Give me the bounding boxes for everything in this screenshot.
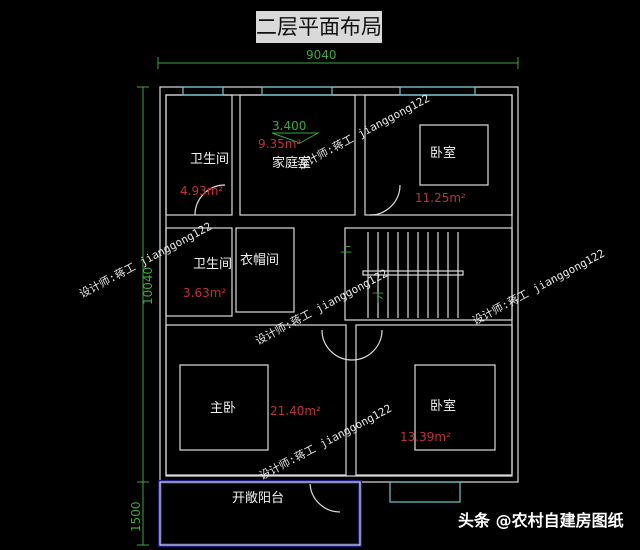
dimension-lines xyxy=(137,57,519,546)
windows xyxy=(182,86,476,503)
width-dimension: 9040 xyxy=(306,48,337,62)
elevation-label: 3.400 xyxy=(272,119,306,133)
page-title: 二层平面布局 xyxy=(256,11,382,43)
balcony-dimension: 1500 xyxy=(129,501,143,532)
room-area: 11.25m² xyxy=(415,191,466,205)
room-label: 主卧 xyxy=(210,401,236,416)
depth-dimension: 10040 xyxy=(141,267,155,305)
walls xyxy=(159,86,519,513)
watermark: 设计师:蒋工 jianggong122 xyxy=(470,247,607,328)
room-area: 13.39m² xyxy=(400,430,451,444)
elevation-marker-icon xyxy=(271,132,320,144)
room-label: 衣帽间 xyxy=(240,252,279,268)
room-area: 4.93m² xyxy=(180,184,223,198)
source-credit: 头条 @农村自建房图纸 xyxy=(458,511,624,530)
room-label: 卫生间 xyxy=(190,152,229,167)
room-label: 开敞阳台 xyxy=(232,490,284,506)
watermark: 设计师:蒋工 jianggong122 xyxy=(295,92,432,173)
stairs-down-label: 下 xyxy=(372,291,384,305)
room-label: 卫生间 xyxy=(193,257,232,272)
room-area: 21.40m² xyxy=(270,404,321,418)
room-label: 卧室 xyxy=(430,145,456,161)
room-label: 卧室 xyxy=(430,398,456,414)
room-area: 3.63m² xyxy=(183,286,226,300)
room-area: 9.35m² xyxy=(258,137,301,151)
watermark: 设计师:蒋工 jianggong122 xyxy=(253,267,390,348)
room-label: 家庭室 xyxy=(272,155,311,171)
balcony xyxy=(158,480,362,547)
stairs-up-label: 上 xyxy=(340,241,352,255)
